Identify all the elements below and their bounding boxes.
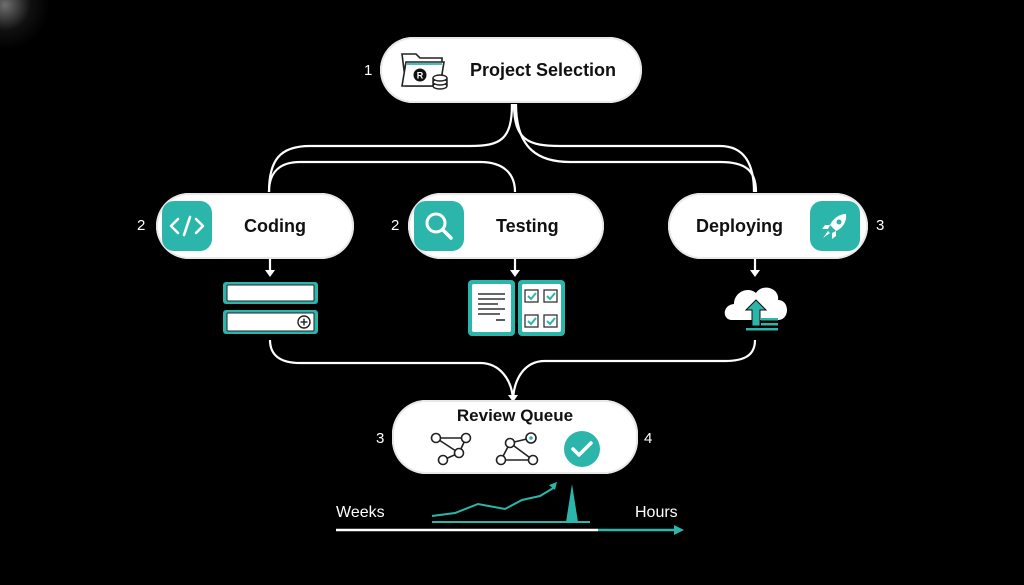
node-label: Review Queue: [456, 406, 574, 425]
connector-project-to-deploying-b: [514, 103, 758, 193]
node-label: Coding: [244, 215, 306, 236]
connector-coding-to-review: [268, 339, 515, 401]
document-checklist-icon: [468, 280, 565, 336]
node-testing[interactable]: Testing: [408, 193, 604, 259]
connector-project-to-coding: [267, 103, 514, 193]
arrowhead-coding: [265, 270, 275, 277]
spike: [566, 484, 578, 522]
step-number-coding: 2: [137, 217, 146, 234]
arrowhead-deploying: [750, 270, 760, 277]
timeline-start-label: Weeks: [336, 504, 385, 521]
step-number-testing: 2: [391, 217, 400, 234]
svg-text:R: R: [417, 71, 424, 81]
step-number-deploying: 3: [876, 217, 885, 234]
folder-r-database-icon: R: [401, 53, 448, 90]
connector-project-to-deploying-a: [512, 103, 756, 193]
review-icons: [429, 430, 601, 468]
trend-line: [431, 486, 556, 517]
check-circle-icon: [564, 431, 600, 467]
connector-deploying-to-review: [511, 339, 757, 401]
trend-arrowhead: [549, 482, 557, 490]
arrowhead-testing: [510, 270, 520, 277]
node-review-queue[interactable]: Review Queue: [392, 400, 638, 474]
magnifier-icon: [414, 201, 464, 251]
input-fields-icon: [223, 282, 318, 334]
node-coding[interactable]: Coding: [156, 193, 354, 259]
cloud-upload-icon: [724, 287, 787, 331]
code-icon: [162, 201, 212, 251]
node-label: Deploying: [696, 215, 784, 236]
connector-coding-to-testing-arc: [267, 160, 517, 193]
timeline: [336, 482, 684, 535]
step-number-review-right: 4: [644, 430, 653, 447]
graph-network-node-icon: [495, 432, 539, 466]
rocket-icon: [810, 201, 861, 251]
node-deploying[interactable]: Deploying: [668, 193, 868, 259]
graph-network-icon: [430, 432, 472, 466]
node-label: Project Selection: [470, 59, 617, 80]
arrowhead-review: [508, 395, 518, 402]
step-number-project-selection: 1: [364, 62, 373, 79]
step-number-review-left: 3: [376, 430, 385, 447]
timeline-arrowhead: [674, 525, 684, 535]
timeline-end-label: Hours: [635, 504, 678, 521]
node-project-selection[interactable]: R Project Selection: [380, 37, 642, 103]
node-label: Testing: [496, 215, 559, 236]
